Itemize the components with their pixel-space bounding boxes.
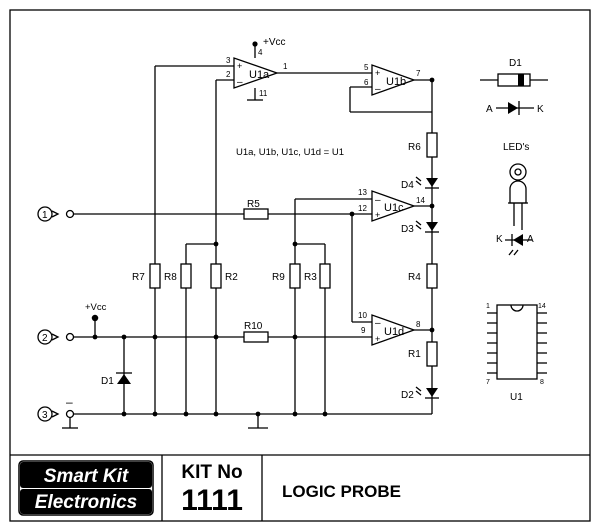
brand-logo: Smart Kit Electronics [18,460,154,516]
svg-text:7: 7 [416,69,421,78]
svg-text:2: 2 [42,333,48,344]
svg-text:1: 1 [42,210,48,221]
svg-text:R2: R2 [225,272,238,283]
svg-text:D4: D4 [401,180,414,191]
legend-ic-u1: 1 14 7 8 U1 [486,303,547,403]
svg-text:D1: D1 [101,376,114,387]
svg-text:Electronics: Electronics [35,492,137,513]
svg-text:13: 13 [358,188,367,197]
svg-text:11: 11 [259,89,268,98]
svg-text:3: 3 [42,410,48,421]
svg-text:2: 2 [226,70,231,79]
svg-text:A: A [486,104,493,115]
resistor-r6 [426,132,438,158]
svg-text:8: 8 [540,379,544,386]
terminal-3: 3 – [37,395,78,429]
svg-text:+: + [237,61,242,71]
svg-text:1: 1 [283,62,288,71]
opamp-u1c: U1c – + 13 12 14 [358,188,425,222]
svg-text:3: 3 [226,56,231,65]
led-d3: D3 [401,220,439,235]
svg-text:D1: D1 [509,58,522,69]
terminal-2: 2 +Vcc [37,302,107,345]
svg-text:12: 12 [358,204,367,213]
svg-text:R8: R8 [164,272,177,283]
diode-d1: D1 [101,372,132,387]
resistor-r1 [426,341,438,367]
resistor-r3 [319,263,331,289]
svg-text:U1: U1 [510,392,523,403]
svg-text:–: – [375,84,381,95]
svg-text:8: 8 [416,320,421,329]
svg-text:U1d: U1d [384,326,404,338]
svg-text:+Vcc: +Vcc [85,302,107,313]
svg-text:R6: R6 [408,142,421,153]
svg-text:+: + [375,210,380,220]
svg-text:+: + [375,334,380,344]
opamp-u1a: U1a + – 3 2 1 4 11 +Vcc [226,37,288,98]
svg-text:R7: R7 [132,272,145,283]
resistor-r7 [149,263,161,289]
wires [74,44,433,429]
svg-text:R9: R9 [272,272,285,283]
svg-text:+: + [375,68,380,78]
svg-text:D3: D3 [401,224,414,235]
svg-text:LED's: LED's [503,142,529,153]
resistor-r8 [180,263,192,289]
opamp-u1d: U1d – + 10 9 8 [358,311,421,346]
resistor-r10 [243,331,269,343]
svg-text:4: 4 [258,48,263,57]
kit-number: 1111 [181,484,243,517]
opamp-u1b: U1b + – 5 6 7 [364,63,421,96]
svg-text:6: 6 [364,78,369,87]
resistor-r4 [426,263,438,289]
svg-text:9: 9 [361,326,366,335]
svg-text:U1c: U1c [384,202,404,214]
terminal-1: 1 [37,206,75,222]
svg-text:–: – [237,77,243,88]
svg-text:K: K [537,104,544,115]
svg-text:14: 14 [538,303,546,310]
opamp-note: U1a, U1b, U1c, U1d = U1 [236,147,344,158]
resistors: R5 R10 R7 R8 R2 R9 R3 R6 R4 R1 [132,132,438,367]
page-title: LOGIC PROBE [282,482,401,501]
resistor-r2 [210,263,222,289]
svg-text:U1b: U1b [386,76,406,88]
kit-label: KIT No [181,462,242,483]
svg-text:K: K [496,234,503,245]
svg-text:–: – [375,318,381,329]
svg-text:–: – [375,195,381,206]
svg-text:R4: R4 [408,272,421,283]
outer-frame [9,9,591,522]
junction-dots [91,41,435,417]
svg-text:1: 1 [486,303,490,310]
led-d2: D2 [401,386,439,401]
svg-text:Smart Kit: Smart Kit [44,466,129,487]
svg-text:R5: R5 [247,199,260,210]
svg-text:R3: R3 [304,272,317,283]
svg-text:+Vcc: +Vcc [263,37,286,48]
svg-text:14: 14 [416,196,425,205]
resistor-r5 [243,208,269,220]
legend-led: LED's K A [496,142,534,256]
resistor-r9 [289,263,301,289]
svg-text:D2: D2 [401,390,414,401]
legend-diode: D1 A K [480,58,548,115]
title-block: Smart Kit Electronics KIT No 1111 LOGIC … [18,455,401,521]
diodes: D4 D3 D2 D1 [101,176,439,401]
led-d4: D4 [401,176,439,191]
svg-text:R1: R1 [408,349,421,360]
svg-text:U1a: U1a [249,69,270,81]
svg-text:A: A [527,234,534,245]
svg-text:R10: R10 [244,321,263,332]
svg-text:10: 10 [358,311,367,320]
svg-text:5: 5 [364,63,369,72]
svg-text:–: – [66,395,73,409]
svg-text:7: 7 [486,379,490,386]
